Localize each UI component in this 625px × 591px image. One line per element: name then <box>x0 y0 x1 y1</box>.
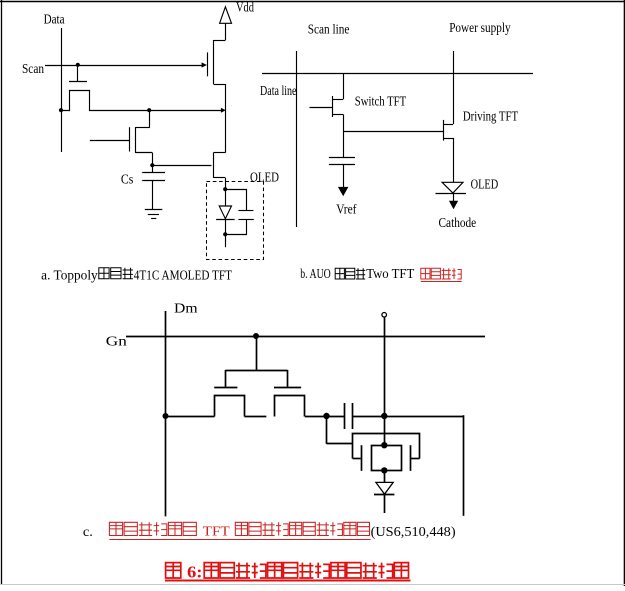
svg-text:c.: c. <box>83 524 93 539</box>
svg-text:OLED: OLED <box>250 169 279 184</box>
svg-text:Data line: Data line <box>260 83 297 98</box>
svg-text:Scan: Scan <box>22 61 44 76</box>
svg-text:(US6,510,448): (US6,510,448) <box>371 524 456 540</box>
svg-text:Driving TFT: Driving TFT <box>463 108 518 123</box>
svg-text:OLED: OLED <box>471 177 499 192</box>
svg-text:TFT: TFT <box>203 524 231 539</box>
svg-text:Data: Data <box>44 11 65 26</box>
svg-text:a. Toppoly: a. Toppoly <box>41 267 98 282</box>
svg-text:6:: 6: <box>187 563 203 582</box>
svg-text:Power supply: Power supply <box>449 20 511 35</box>
svg-text:Vref: Vref <box>336 201 357 216</box>
svg-text:Switch TFT: Switch TFT <box>355 94 406 109</box>
svg-text:Two TFT: Two TFT <box>366 266 414 281</box>
svg-text:Gn: Gn <box>106 333 128 348</box>
svg-text:Scan line: Scan line <box>308 22 350 37</box>
svg-text:Cs: Cs <box>121 172 133 187</box>
svg-text:Cathode: Cathode <box>439 215 477 230</box>
svg-text:Vdd: Vdd <box>236 0 254 14</box>
svg-text:b. AUO: b. AUO <box>300 266 331 281</box>
svg-text:Dm: Dm <box>174 300 198 315</box>
svg-text:4T1C AMOLED TFT: 4T1C AMOLED TFT <box>134 267 232 282</box>
